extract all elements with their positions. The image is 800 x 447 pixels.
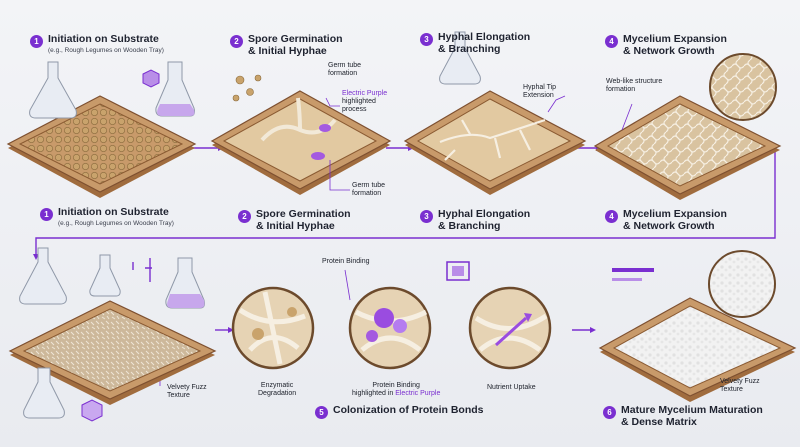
step-title-line2: & Initial Hyphae xyxy=(248,44,327,57)
step-badge: 1 xyxy=(30,35,43,48)
step-title: Mature Mycelium Maturation xyxy=(621,404,763,416)
step-badge: 4 xyxy=(605,210,618,223)
flask-props-bottom xyxy=(19,247,205,422)
step-4-heading-top: 4 Mycelium Expansion & Network Growth xyxy=(605,33,727,57)
step-3-heading-mid: 3 Hyphal Elongation & Branching xyxy=(420,208,531,232)
step-3-heading-top: 3 Hyphal Elongation & Branching xyxy=(420,31,531,55)
step-badge: 1 xyxy=(40,208,53,221)
step-4-heading-mid: 4 Mycelium Expansion & Network Growth xyxy=(605,208,727,232)
step-badge: 2 xyxy=(238,210,251,223)
micro-circle-enzymatic xyxy=(231,286,315,370)
tray-step-3 xyxy=(403,90,587,195)
step-1-heading-top: 1 Initiation on Substrate (e.g., Rough L… xyxy=(30,33,164,54)
step-6-heading: 6 Mature Mycelium Maturation & Dense Mat… xyxy=(603,404,763,428)
step-5-heading: 5 Colonization of Protein Bonds xyxy=(315,404,484,419)
step-title: Mycelium Expansion xyxy=(623,208,727,220)
label-protein-binding-top: Protein Binding xyxy=(322,258,370,265)
step-title-line2: & Network Growth xyxy=(623,219,715,232)
step-1-heading-mid: 1 Initiation on Substrate (e.g., Rough L… xyxy=(40,206,174,227)
tray-step-1 xyxy=(6,95,197,198)
step-title-line2: & Branching xyxy=(438,219,501,232)
step-subtitle: (e.g., Rough Legumes on Wooden Tray) xyxy=(58,219,174,227)
step-2-heading-mid: 2 Spore Germination & Initial Hyphae xyxy=(238,208,351,232)
step-badge: 3 xyxy=(420,33,433,46)
micro-circle-nutrient-uptake xyxy=(468,286,552,370)
step-subtitle: (e.g., Rough Legumes on Wooden Tray) xyxy=(48,46,164,54)
tray-left-bottom xyxy=(8,300,217,405)
step-title: Spore Germination xyxy=(256,208,351,220)
step-title: Hyphal Elongation xyxy=(438,208,531,220)
step-title: Initiation on Substrate xyxy=(48,33,159,45)
label-protein-binding-bottom: Protein Binding highlighted in Electric … xyxy=(352,382,441,397)
step-title-line2: & Dense Matrix xyxy=(621,415,697,428)
step-title: Colonization of Protein Bonds xyxy=(333,404,484,416)
tray-step-2 xyxy=(210,90,392,195)
micro-circle-protein-binding xyxy=(348,286,432,370)
step-title: Spore Germination xyxy=(248,33,343,45)
step-badge: 3 xyxy=(420,210,433,223)
spores xyxy=(232,74,262,102)
step-badge: 6 xyxy=(603,406,616,419)
step-title: Mycelium Expansion xyxy=(623,33,727,45)
flask-props-top xyxy=(29,31,481,119)
step-title: Initiation on Substrate xyxy=(58,206,169,218)
step-badge: 4 xyxy=(605,35,618,48)
step-badge: 2 xyxy=(230,35,243,48)
tray-step-6 xyxy=(598,250,797,402)
step-title-line2: & Network Growth xyxy=(623,44,715,57)
step-2-heading-top: 2 Spore Germination & Initial Hyphae xyxy=(230,33,343,57)
step-title: Hyphal Elongation xyxy=(438,31,531,43)
label-nutrient-uptake: Nutrient Uptake xyxy=(487,384,536,391)
step-title-line2: & Branching xyxy=(438,42,501,55)
ui-accent-shapes xyxy=(132,258,654,282)
step-title-line2: & Initial Hyphae xyxy=(256,219,335,232)
tray-step-4 xyxy=(593,53,782,200)
step-badge: 5 xyxy=(315,406,328,419)
